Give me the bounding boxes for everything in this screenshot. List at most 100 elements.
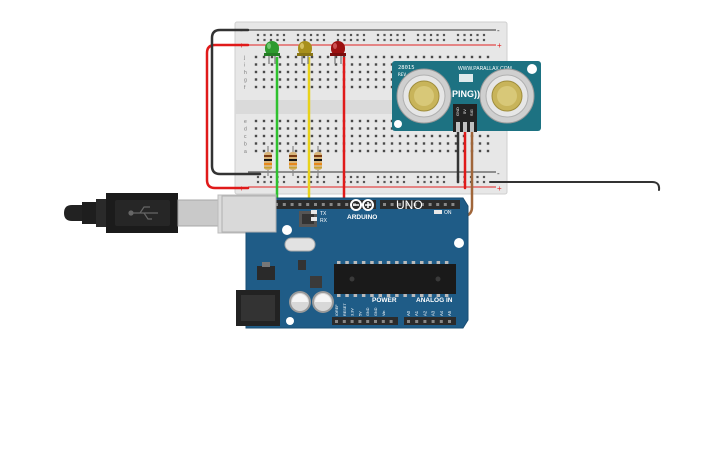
chip-pin — [428, 294, 432, 297]
breadboard-hole — [254, 119, 258, 123]
breadboard-hole — [334, 142, 338, 145]
breadboard-hole — [270, 70, 274, 74]
header-pin — [436, 203, 440, 206]
rail-hole — [343, 33, 346, 37]
breadboard-hole — [286, 134, 290, 138]
rail-hole — [336, 180, 340, 184]
header-pin — [428, 203, 432, 206]
breadboard-hole — [414, 55, 418, 59]
rail-hole — [263, 175, 266, 179]
header-pin — [342, 320, 346, 323]
rail-hole — [256, 175, 260, 179]
chip-pin — [361, 294, 366, 297]
breadboard-hole — [478, 55, 482, 59]
analog-header-label: ANALOG IN — [416, 297, 453, 304]
breadboard-hole — [374, 149, 378, 153]
header-pin — [282, 203, 286, 206]
breadboard-hole — [286, 149, 290, 153]
breadboard-hole — [350, 149, 354, 153]
rail-hole — [463, 38, 466, 42]
header-pin — [390, 203, 394, 206]
row-letter: i — [244, 63, 245, 69]
breadboard-hole — [310, 55, 314, 59]
breadboard-hole — [294, 149, 298, 153]
header-pin — [431, 320, 435, 323]
breadboard-hole — [366, 85, 370, 89]
breadboard-hole — [278, 127, 282, 130]
breadboard-hole — [374, 127, 378, 130]
breadboard-hole — [334, 70, 338, 74]
chip-pin — [345, 261, 349, 264]
rail-hole — [362, 180, 366, 184]
header-pin — [405, 203, 409, 206]
led-red[interactable] — [330, 41, 346, 64]
breadboard-hole — [326, 78, 330, 81]
breadboard-hole — [262, 85, 266, 89]
resistor-2[interactable] — [289, 146, 297, 176]
chip-pin — [370, 294, 374, 297]
rail-hole — [396, 180, 399, 184]
rail-hole — [376, 175, 380, 179]
chip-pin — [345, 294, 349, 297]
rail-hole — [442, 33, 446, 37]
header-pin — [358, 320, 362, 323]
power-pin-label: GND — [374, 307, 378, 316]
chip-pin — [411, 294, 416, 297]
breadboard-hole — [262, 149, 266, 153]
breadboard-hole — [302, 142, 306, 145]
led-yellow[interactable] — [297, 41, 313, 64]
breadboard-hole — [478, 149, 482, 153]
bottom-header-pins — [335, 320, 451, 323]
led-green[interactable] — [264, 41, 280, 64]
header-pin — [329, 203, 333, 206]
resistor-1[interactable] — [264, 146, 272, 176]
sensor-pin-sig-label: SIG — [469, 109, 474, 116]
breadboard-hole — [262, 142, 266, 145]
breadboard-hole — [262, 127, 266, 130]
breadboard-hole — [270, 63, 274, 66]
header-pin — [381, 320, 385, 323]
chip-pin — [395, 294, 399, 297]
breadboard-hole — [358, 142, 362, 145]
breadboard-hole — [262, 78, 266, 81]
breadboard-hole — [446, 149, 450, 153]
breadboard-hole — [254, 149, 258, 153]
breadboard-hole — [374, 134, 378, 138]
arduino-uno-board[interactable]: TX RX ON ARDUINO UNO — [221, 195, 469, 329]
rail-hole — [429, 175, 433, 179]
row-letter: e — [244, 119, 247, 125]
breadboard-hole — [350, 142, 354, 145]
rail-hole — [276, 33, 279, 37]
breadboard-hole — [398, 149, 402, 153]
header-pin — [290, 203, 294, 206]
breadboard-hole — [366, 119, 370, 123]
ping-sensor[interactable]: 28015 REV C WWW.PARALLAX.COM PING))) GND… — [392, 61, 541, 132]
breadboard-hole — [286, 55, 290, 59]
breadboard-hole — [358, 119, 362, 123]
rail-hole — [269, 180, 273, 184]
rail-hole — [402, 38, 406, 42]
breadboard-hole — [310, 119, 314, 123]
rail-hole — [356, 180, 359, 184]
power-header — [332, 317, 398, 325]
breadboard-hole — [422, 55, 426, 59]
capacitor-1 — [289, 291, 311, 313]
breadboard-hole — [262, 70, 266, 74]
breadboard-hole — [278, 142, 282, 145]
breadboard-hole — [318, 149, 322, 153]
resistor-3[interactable] — [314, 146, 322, 176]
rail-hole — [282, 33, 286, 37]
rail-hole — [296, 33, 300, 37]
rail-hole — [389, 180, 393, 184]
breadboard-hole — [334, 63, 338, 66]
breadboard-hole — [326, 134, 330, 138]
rail-hole — [383, 33, 386, 37]
breadboard-hole — [310, 142, 314, 145]
breadboard-hole — [446, 134, 450, 138]
rail-hole — [396, 175, 399, 179]
rail-hole — [343, 38, 346, 42]
rail-hole — [469, 33, 473, 37]
breadboard-hole — [310, 149, 314, 153]
analog-pin-label: A0 — [406, 310, 411, 316]
rail-hole — [336, 38, 340, 42]
